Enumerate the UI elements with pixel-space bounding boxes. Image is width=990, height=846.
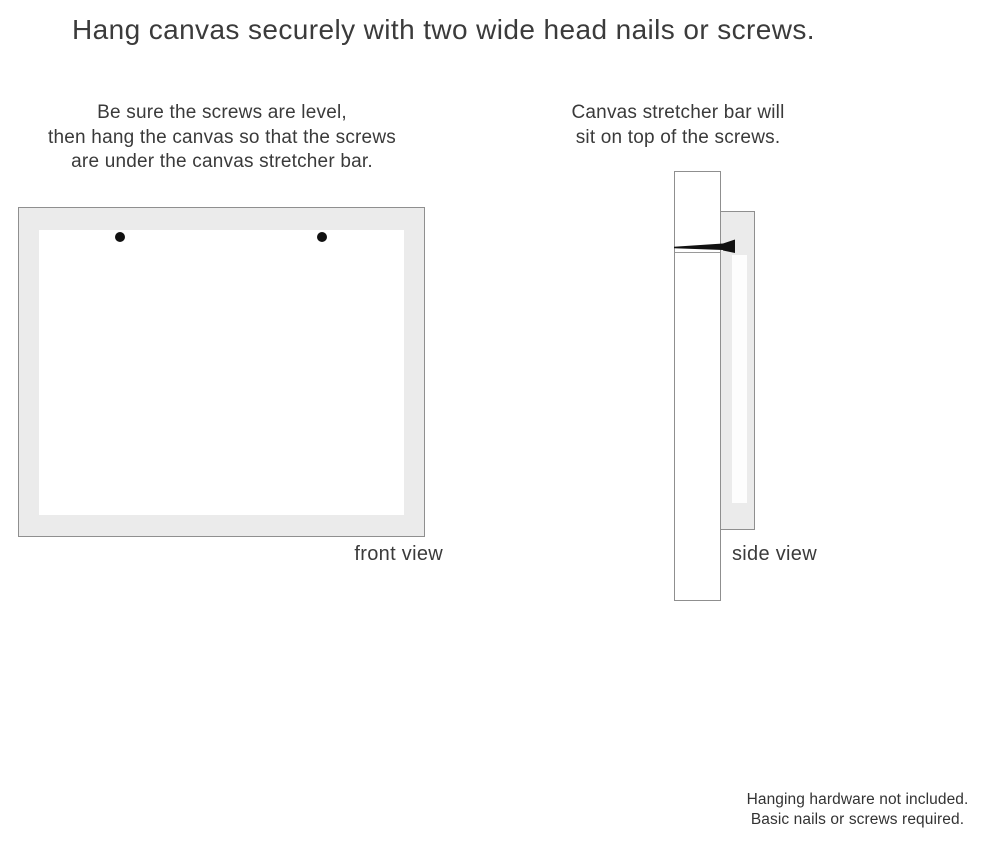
- side-instruction-line: Canvas stretcher bar will: [571, 102, 785, 123]
- front-view-canvas: [18, 207, 425, 537]
- side-view-wall: [720, 211, 755, 530]
- hardware-note-line: Basic nails or screws required.: [750, 810, 965, 828]
- nail-icon: [674, 239, 735, 253]
- front-view-label: front view: [354, 543, 443, 565]
- left-nail-dot-icon: [115, 232, 125, 242]
- front-instruction-line: are under the canvas stretcher bar.: [71, 151, 373, 172]
- side-view-stretcher-bar: [674, 171, 721, 601]
- page-title: Hang canvas securely with two wide head …: [72, 14, 815, 45]
- side-view-wall-inner: [732, 255, 747, 503]
- side-view-nail-shadow-line: [675, 252, 720, 253]
- front-view-canvas-inner: [39, 230, 404, 515]
- front-view-instructions: Be sure the screws are level, then hang …: [22, 101, 422, 175]
- hardware-note-line: Hanging hardware not included.: [746, 791, 969, 808]
- side-view-instructions: Canvas stretcher bar will sit on top of …: [528, 101, 828, 150]
- hardware-note: Hanging hardware not included. Basic nai…: [725, 790, 990, 829]
- right-nail-dot-icon: [317, 232, 327, 242]
- front-instruction-line: then hang the canvas so that the screws: [48, 126, 396, 148]
- front-instruction-line: Be sure the screws are level,: [97, 102, 347, 123]
- side-view-label: side view: [732, 543, 817, 565]
- side-instruction-line: sit on top of the screws.: [575, 126, 781, 148]
